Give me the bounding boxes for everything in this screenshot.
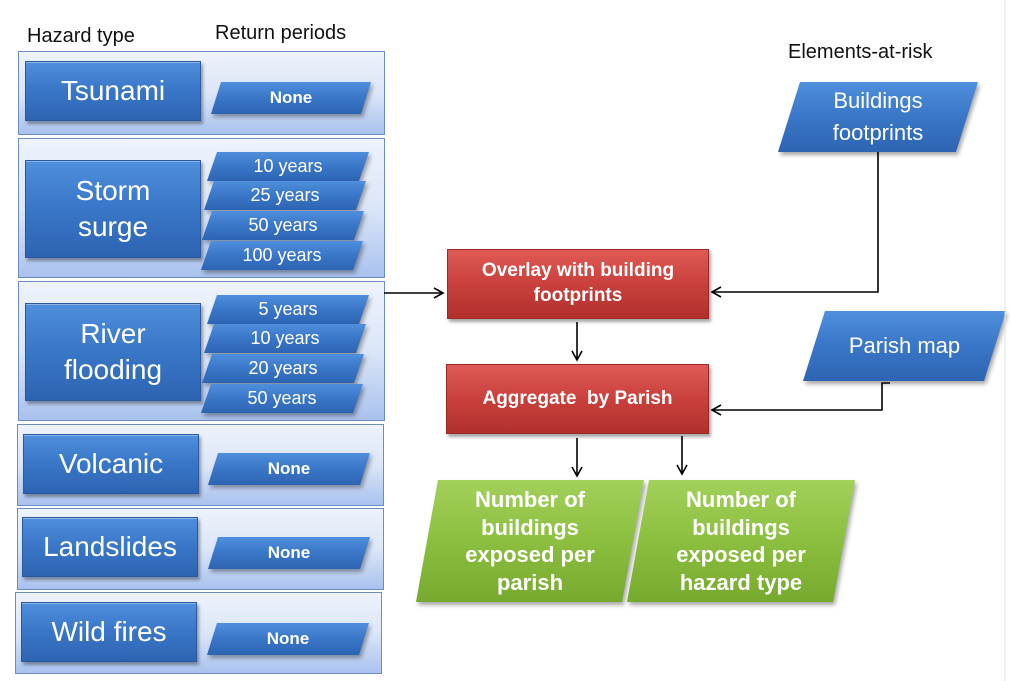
arrow-parish-to-aggregate xyxy=(710,382,890,416)
output-buildings-per-hazard: Number of buildings exposed per hazard t… xyxy=(627,480,855,602)
hazard-storm-surge: Storm surge xyxy=(25,160,201,258)
return-periods-header: Return periods xyxy=(215,22,347,44)
hazard-wild-fires: Wild fires xyxy=(21,602,197,662)
hazard-group-river-flooding: River flooding 5 years 10 years 20 years… xyxy=(18,281,385,421)
hazard-volcanic: Volcanic xyxy=(23,434,199,494)
return-period-item: 50 years xyxy=(202,211,364,240)
return-period-item: 25 years xyxy=(204,181,366,210)
return-period-none: None xyxy=(211,82,371,114)
input-buildings-footprints: Buildings footprints xyxy=(778,82,978,152)
return-period-none: None xyxy=(207,623,369,655)
hazard-river-flooding: River flooding xyxy=(25,303,201,401)
hazard-type-header: Hazard type xyxy=(27,25,135,47)
process-overlay: Overlay with building footprints xyxy=(447,249,709,319)
return-period-none: None xyxy=(208,453,370,485)
return-period-none: None xyxy=(208,537,370,569)
return-period-item: 5 years xyxy=(207,295,369,324)
hazard-tsunami: Tsunami xyxy=(25,61,201,121)
hazard-group-volcanic: Volcanic None xyxy=(17,424,384,506)
return-period-item: 50 years xyxy=(201,384,363,413)
hazard-group-landslides: Landslides None xyxy=(17,508,384,590)
input-parish-map: Parish map xyxy=(803,311,1006,381)
hazard-group-tsunami: Tsunami None xyxy=(18,51,385,135)
hazard-group-storm-surge: Storm surge 10 years 25 years 50 years 1… xyxy=(18,138,385,278)
arrow-buildings-to-overlay xyxy=(710,152,879,298)
return-period-item: 10 years xyxy=(207,152,369,181)
return-period-item: 100 years xyxy=(201,241,363,270)
elements-at-risk-header: Elements-at-risk xyxy=(788,41,933,63)
hazard-landslides: Landslides xyxy=(22,517,198,577)
return-period-item: 20 years xyxy=(202,354,364,383)
output-buildings-per-parish: Number of buildings exposed per parish xyxy=(416,480,644,602)
process-aggregate: Aggregate by Parish xyxy=(446,364,709,434)
hazard-group-wild-fires: Wild fires None xyxy=(15,592,382,674)
return-period-item: 10 years xyxy=(204,324,366,353)
